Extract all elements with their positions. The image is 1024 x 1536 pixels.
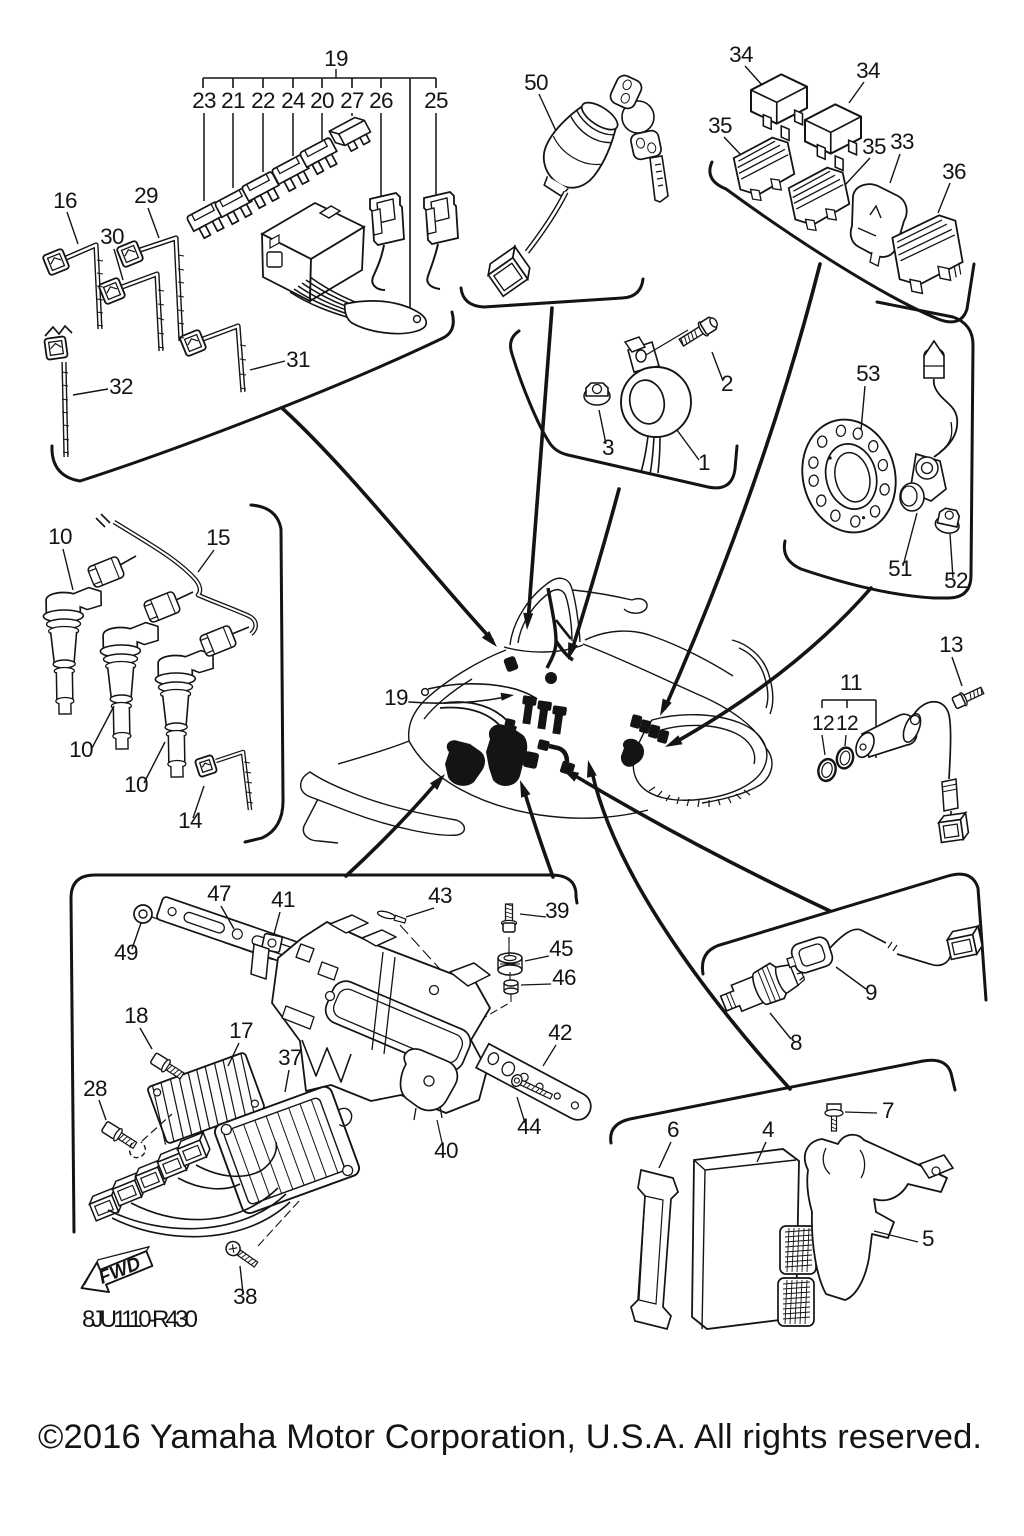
- svg-text:34: 34: [729, 42, 753, 67]
- svg-text:20: 20: [310, 88, 334, 113]
- svg-text:47: 47: [207, 881, 231, 906]
- svg-text:19: 19: [384, 685, 408, 710]
- svg-text:3: 3: [602, 435, 614, 460]
- svg-text:10: 10: [69, 737, 93, 762]
- svg-text:11: 11: [840, 670, 862, 695]
- svg-text:31: 31: [286, 347, 310, 372]
- svg-text:29: 29: [134, 183, 158, 208]
- svg-text:10: 10: [124, 772, 148, 797]
- svg-text:42: 42: [548, 1020, 572, 1045]
- svg-text:46: 46: [552, 965, 576, 990]
- svg-text:35: 35: [862, 134, 886, 159]
- svg-text:38: 38: [233, 1284, 257, 1309]
- svg-text:22: 22: [251, 88, 275, 113]
- svg-text:18: 18: [124, 1003, 148, 1028]
- svg-text:28: 28: [83, 1076, 107, 1101]
- svg-text:21: 21: [221, 88, 245, 113]
- svg-text:5: 5: [922, 1226, 934, 1251]
- svg-text:24: 24: [281, 88, 305, 113]
- svg-text:7: 7: [882, 1098, 894, 1123]
- svg-text:34: 34: [856, 58, 880, 83]
- svg-text:10: 10: [48, 524, 72, 549]
- svg-text:53: 53: [856, 361, 880, 386]
- svg-text:50: 50: [524, 70, 548, 95]
- svg-text:8JU1110-R430: 8JU1110-R430: [82, 1306, 198, 1333]
- svg-text:12: 12: [836, 712, 858, 735]
- svg-text:45: 45: [549, 936, 573, 961]
- svg-text:43: 43: [428, 883, 452, 908]
- svg-text:26: 26: [369, 88, 393, 113]
- svg-text:36: 36: [942, 159, 966, 184]
- svg-text:25: 25: [424, 88, 448, 113]
- svg-text:27: 27: [340, 88, 364, 113]
- svg-text:23: 23: [192, 88, 216, 113]
- svg-text:4: 4: [762, 1117, 774, 1142]
- svg-text:32: 32: [109, 374, 133, 399]
- svg-text:15: 15: [206, 525, 230, 550]
- svg-text:1: 1: [698, 450, 710, 475]
- svg-text:30: 30: [100, 224, 124, 249]
- svg-text:6: 6: [667, 1117, 679, 1142]
- svg-text:19: 19: [324, 46, 348, 71]
- svg-text:49: 49: [114, 940, 138, 965]
- svg-text:39: 39: [545, 898, 569, 923]
- svg-text:52: 52: [944, 568, 968, 593]
- svg-text:9: 9: [865, 980, 877, 1005]
- svg-text:8: 8: [790, 1030, 802, 1055]
- svg-text:33: 33: [890, 129, 914, 154]
- svg-text:41: 41: [271, 887, 295, 912]
- svg-text:12: 12: [812, 712, 834, 735]
- svg-text:37: 37: [278, 1045, 302, 1070]
- svg-text:51: 51: [888, 556, 912, 581]
- svg-text:44: 44: [517, 1114, 541, 1139]
- svg-text:2: 2: [721, 371, 733, 396]
- svg-text:©2016 Yamaha Motor Corporation: ©2016 Yamaha Motor Corporation, U.S.A. A…: [38, 1418, 982, 1456]
- svg-text:14: 14: [178, 808, 202, 833]
- svg-text:35: 35: [708, 113, 732, 138]
- svg-text:13: 13: [939, 632, 963, 657]
- svg-text:40: 40: [434, 1138, 458, 1163]
- svg-text:17: 17: [229, 1018, 253, 1043]
- svg-text:16: 16: [53, 188, 77, 213]
